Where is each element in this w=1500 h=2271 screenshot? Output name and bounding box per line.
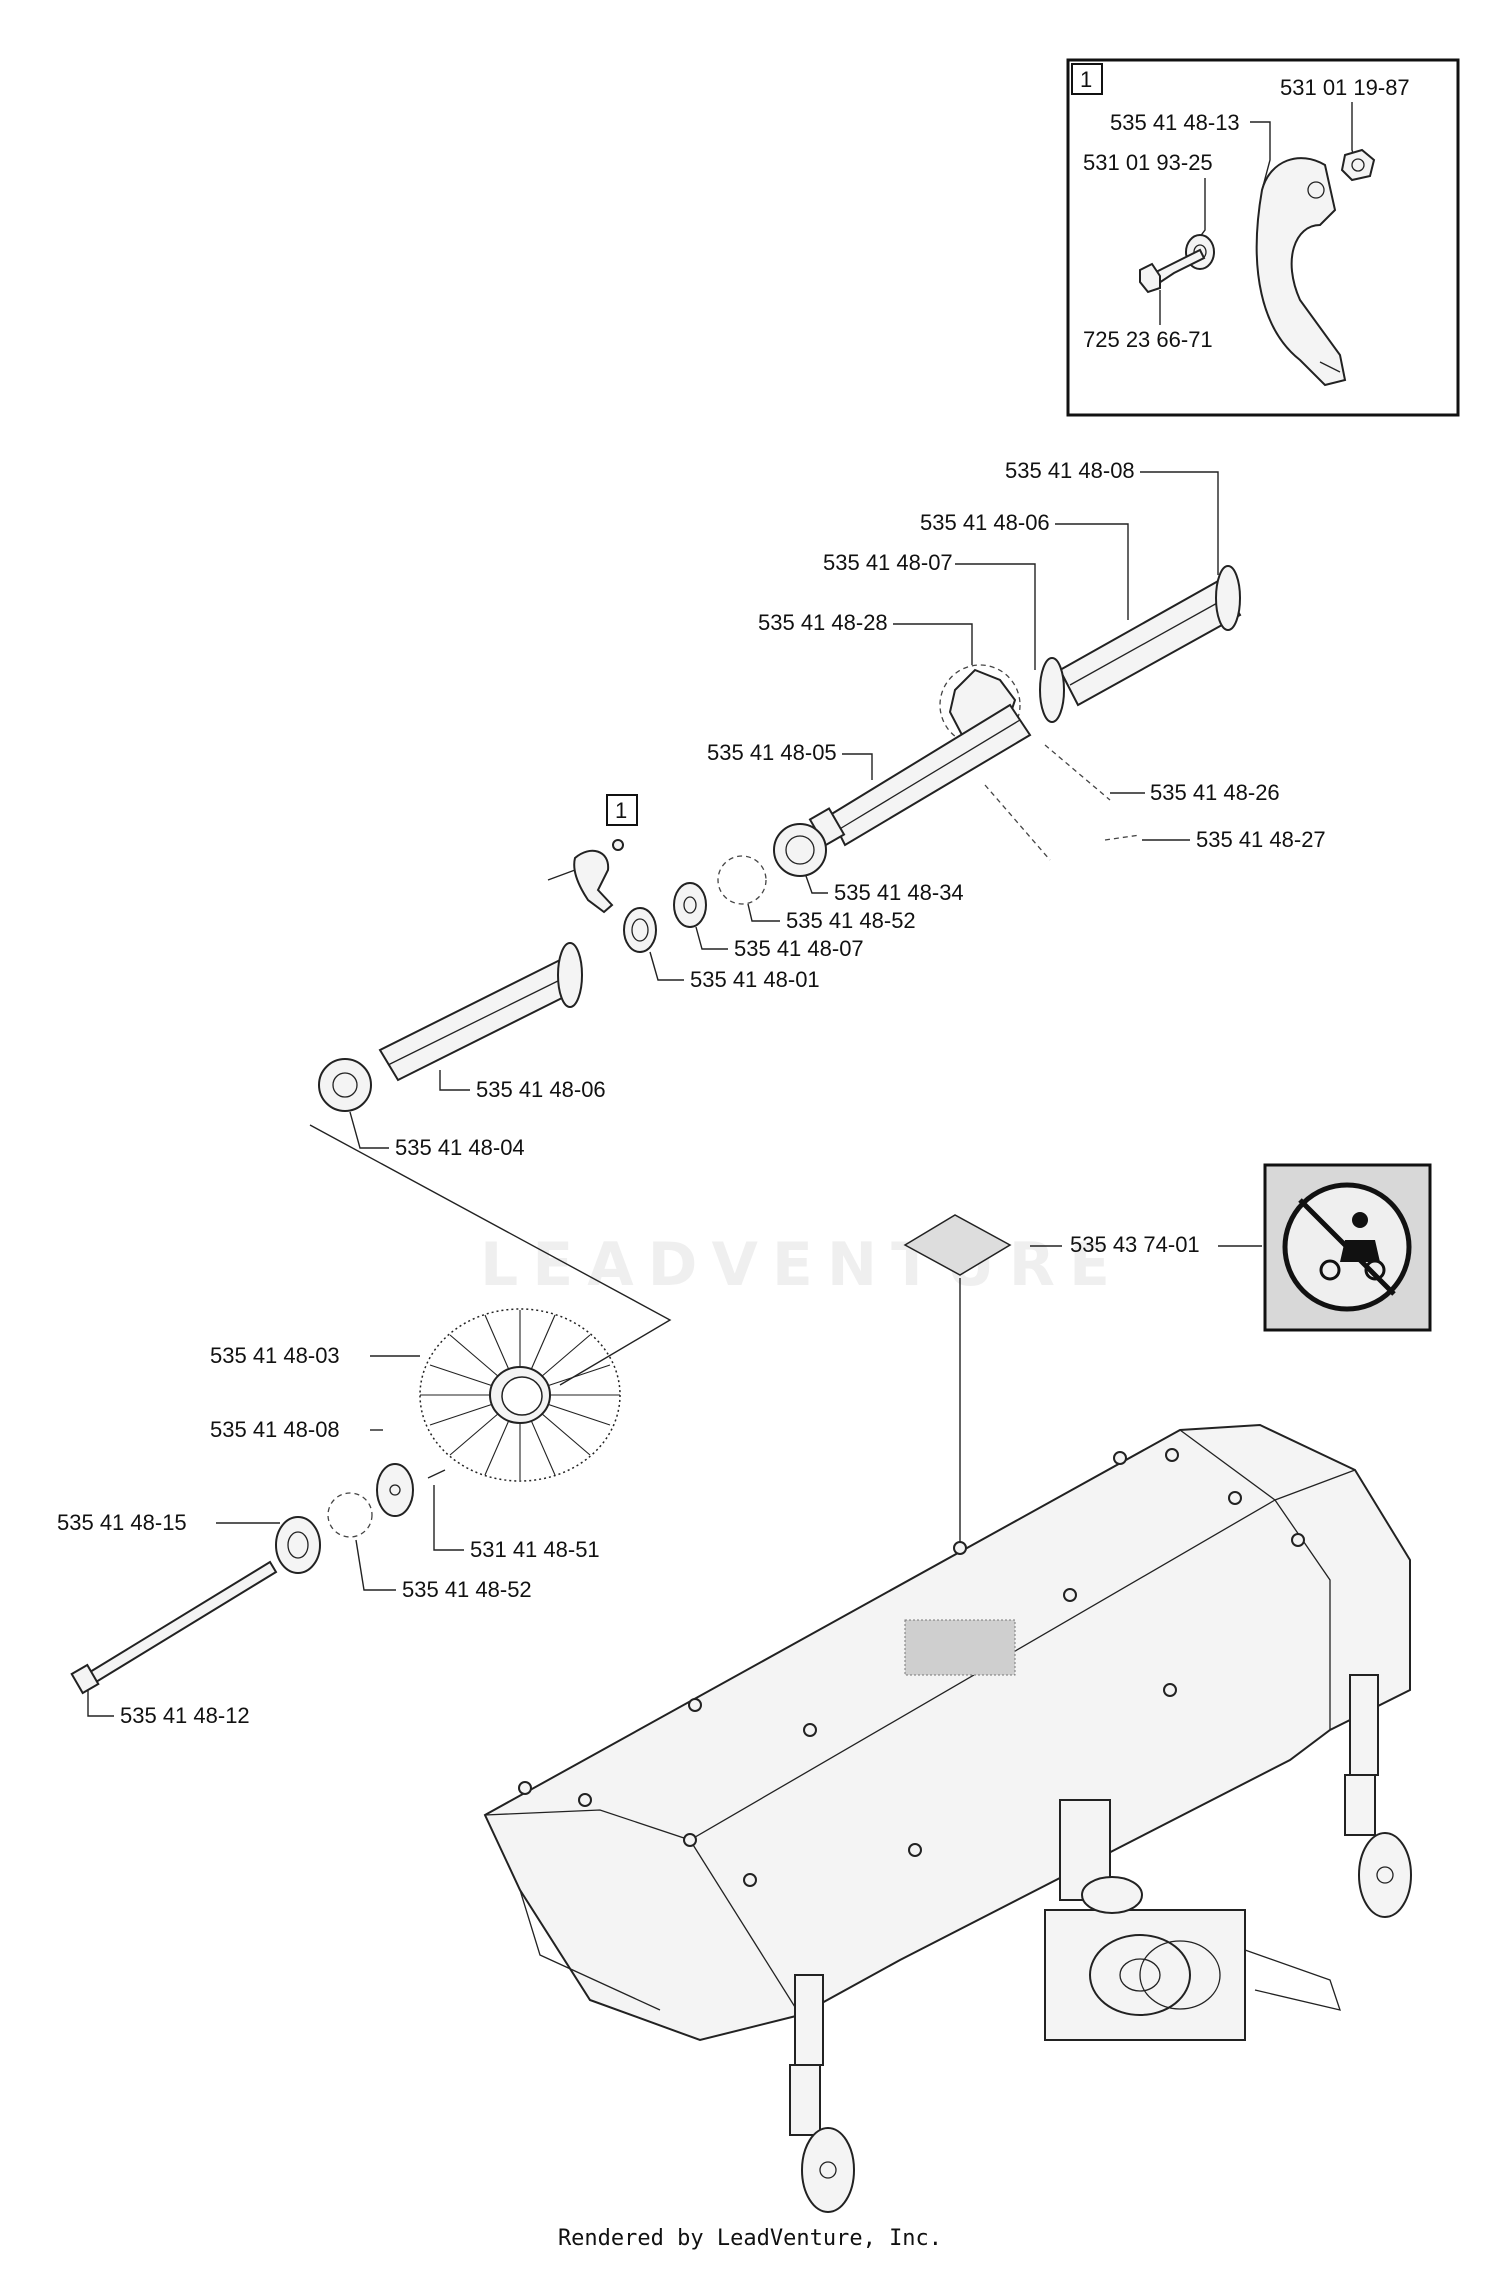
label-51: 531 41 48-51: [470, 1537, 600, 1562]
label-05: 535 41 48-05: [707, 740, 837, 765]
decal-on-housing: [904, 1619, 1016, 1676]
nut-shape: [1340, 148, 1376, 182]
decal-group: 535 43 74-01: [903, 1163, 1432, 1638]
inset-ref: 1: [1080, 67, 1092, 92]
label-26: 535 41 48-26: [1150, 780, 1280, 805]
footer-credit: Rendered by LeadVenture, Inc.: [557, 2226, 943, 2251]
inset-label-bolt: 725 23 66-71: [1083, 327, 1213, 352]
label-28: 535 41 48-28: [758, 610, 888, 635]
label-07-mid: 535 41 48-07: [734, 936, 864, 961]
inset-label-washer: 531 01 93-25: [1083, 150, 1213, 175]
inset-label-nut: 531 01 19-87: [1280, 75, 1410, 100]
callout-ref: 1: [615, 798, 627, 823]
bracket-shape: [1255, 157, 1347, 387]
upper-labels: 535 41 48-08 535 41 48-06 535 41 48-07 5…: [309, 458, 1326, 1386]
brush-labels: 535 41 48-03 535 41 48-08 535 41 48-15 5…: [57, 1343, 600, 1728]
label-06-low: 535 41 48-06: [476, 1077, 606, 1102]
sweeper-housing: [483, 1423, 1412, 2213]
label-06-top: 535 41 48-06: [920, 510, 1050, 535]
inset-box: 1 531 01 19-87 535 41 48-13 531 01 93-25…: [1066, 58, 1460, 417]
label-08-low: 535 41 48-08: [210, 1417, 340, 1442]
label-12: 535 41 48-12: [120, 1703, 250, 1728]
label-03: 535 41 48-03: [210, 1343, 340, 1368]
label-07-top: 535 41 48-07: [823, 550, 953, 575]
label-01: 535 41 48-01: [690, 967, 820, 992]
label-52-top: 535 41 48-52: [786, 908, 916, 933]
brush-group: [70, 1308, 621, 1695]
label-34: 535 41 48-34: [834, 880, 964, 905]
inset-label-bracket: 535 41 48-13: [1110, 110, 1240, 135]
label-27: 535 41 48-27: [1196, 827, 1326, 852]
label-decal: 535 43 74-01: [1070, 1232, 1200, 1257]
upper-shaft-assembly: [318, 565, 1242, 1112]
label-08-top: 535 41 48-08: [1005, 458, 1135, 483]
label-04: 535 41 48-04: [395, 1135, 525, 1160]
label-52-low: 535 41 48-52: [402, 1577, 532, 1602]
label-15: 535 41 48-15: [57, 1510, 187, 1535]
callout-box: 1: [606, 794, 638, 826]
